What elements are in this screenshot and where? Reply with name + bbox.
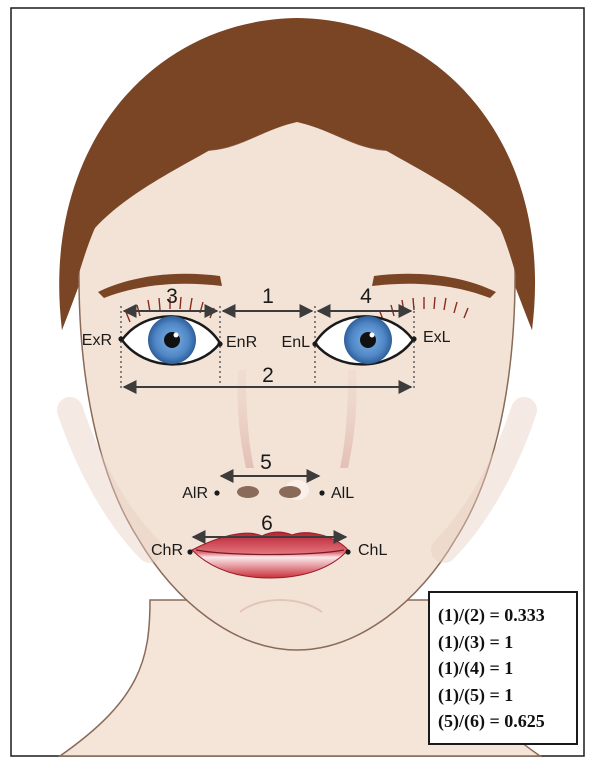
landmark-label-chr: ChR [151, 542, 183, 559]
measurement-label-3: 3 [166, 285, 178, 308]
point-enl [312, 341, 317, 346]
point-exl [411, 336, 416, 341]
nostril-left [279, 486, 301, 498]
landmark-label-enr: EnR [226, 334, 257, 351]
point-all [319, 490, 324, 495]
ratio-line: (1)/(2) = 0.333 [438, 602, 576, 629]
ratio-line: (1)/(5) = 1 [438, 682, 576, 709]
point-alr [214, 490, 219, 495]
ratio-line: (5)/(6) = 0.625 [438, 708, 576, 735]
point-chr [187, 549, 192, 554]
measurement-label-5: 5 [260, 451, 272, 474]
measurement-label-2: 2 [262, 364, 274, 387]
landmark-label-chl: ChL [358, 542, 387, 559]
ratio-line: (1)/(3) = 1 [438, 629, 576, 656]
landmark-label-exl: ExL [423, 329, 451, 346]
measurement-label-1: 1 [262, 285, 274, 308]
ratio-legend-box: (1)/(2) = 0.333 (1)/(3) = 1 (1)/(4) = 1 … [428, 591, 578, 745]
measurement-label-4: 4 [360, 285, 372, 308]
point-enr [217, 341, 222, 346]
measurement-label-6: 6 [261, 512, 273, 535]
landmark-label-enl: EnL [282, 334, 311, 351]
point-chl [345, 549, 350, 554]
landmark-label-all: AlL [331, 485, 354, 502]
landmark-label-alr: AlR [182, 485, 208, 502]
nostril-right [237, 486, 259, 498]
point-exr [118, 336, 123, 341]
landmark-label-exr: ExR [82, 332, 112, 349]
ratio-line: (1)/(4) = 1 [438, 655, 576, 682]
